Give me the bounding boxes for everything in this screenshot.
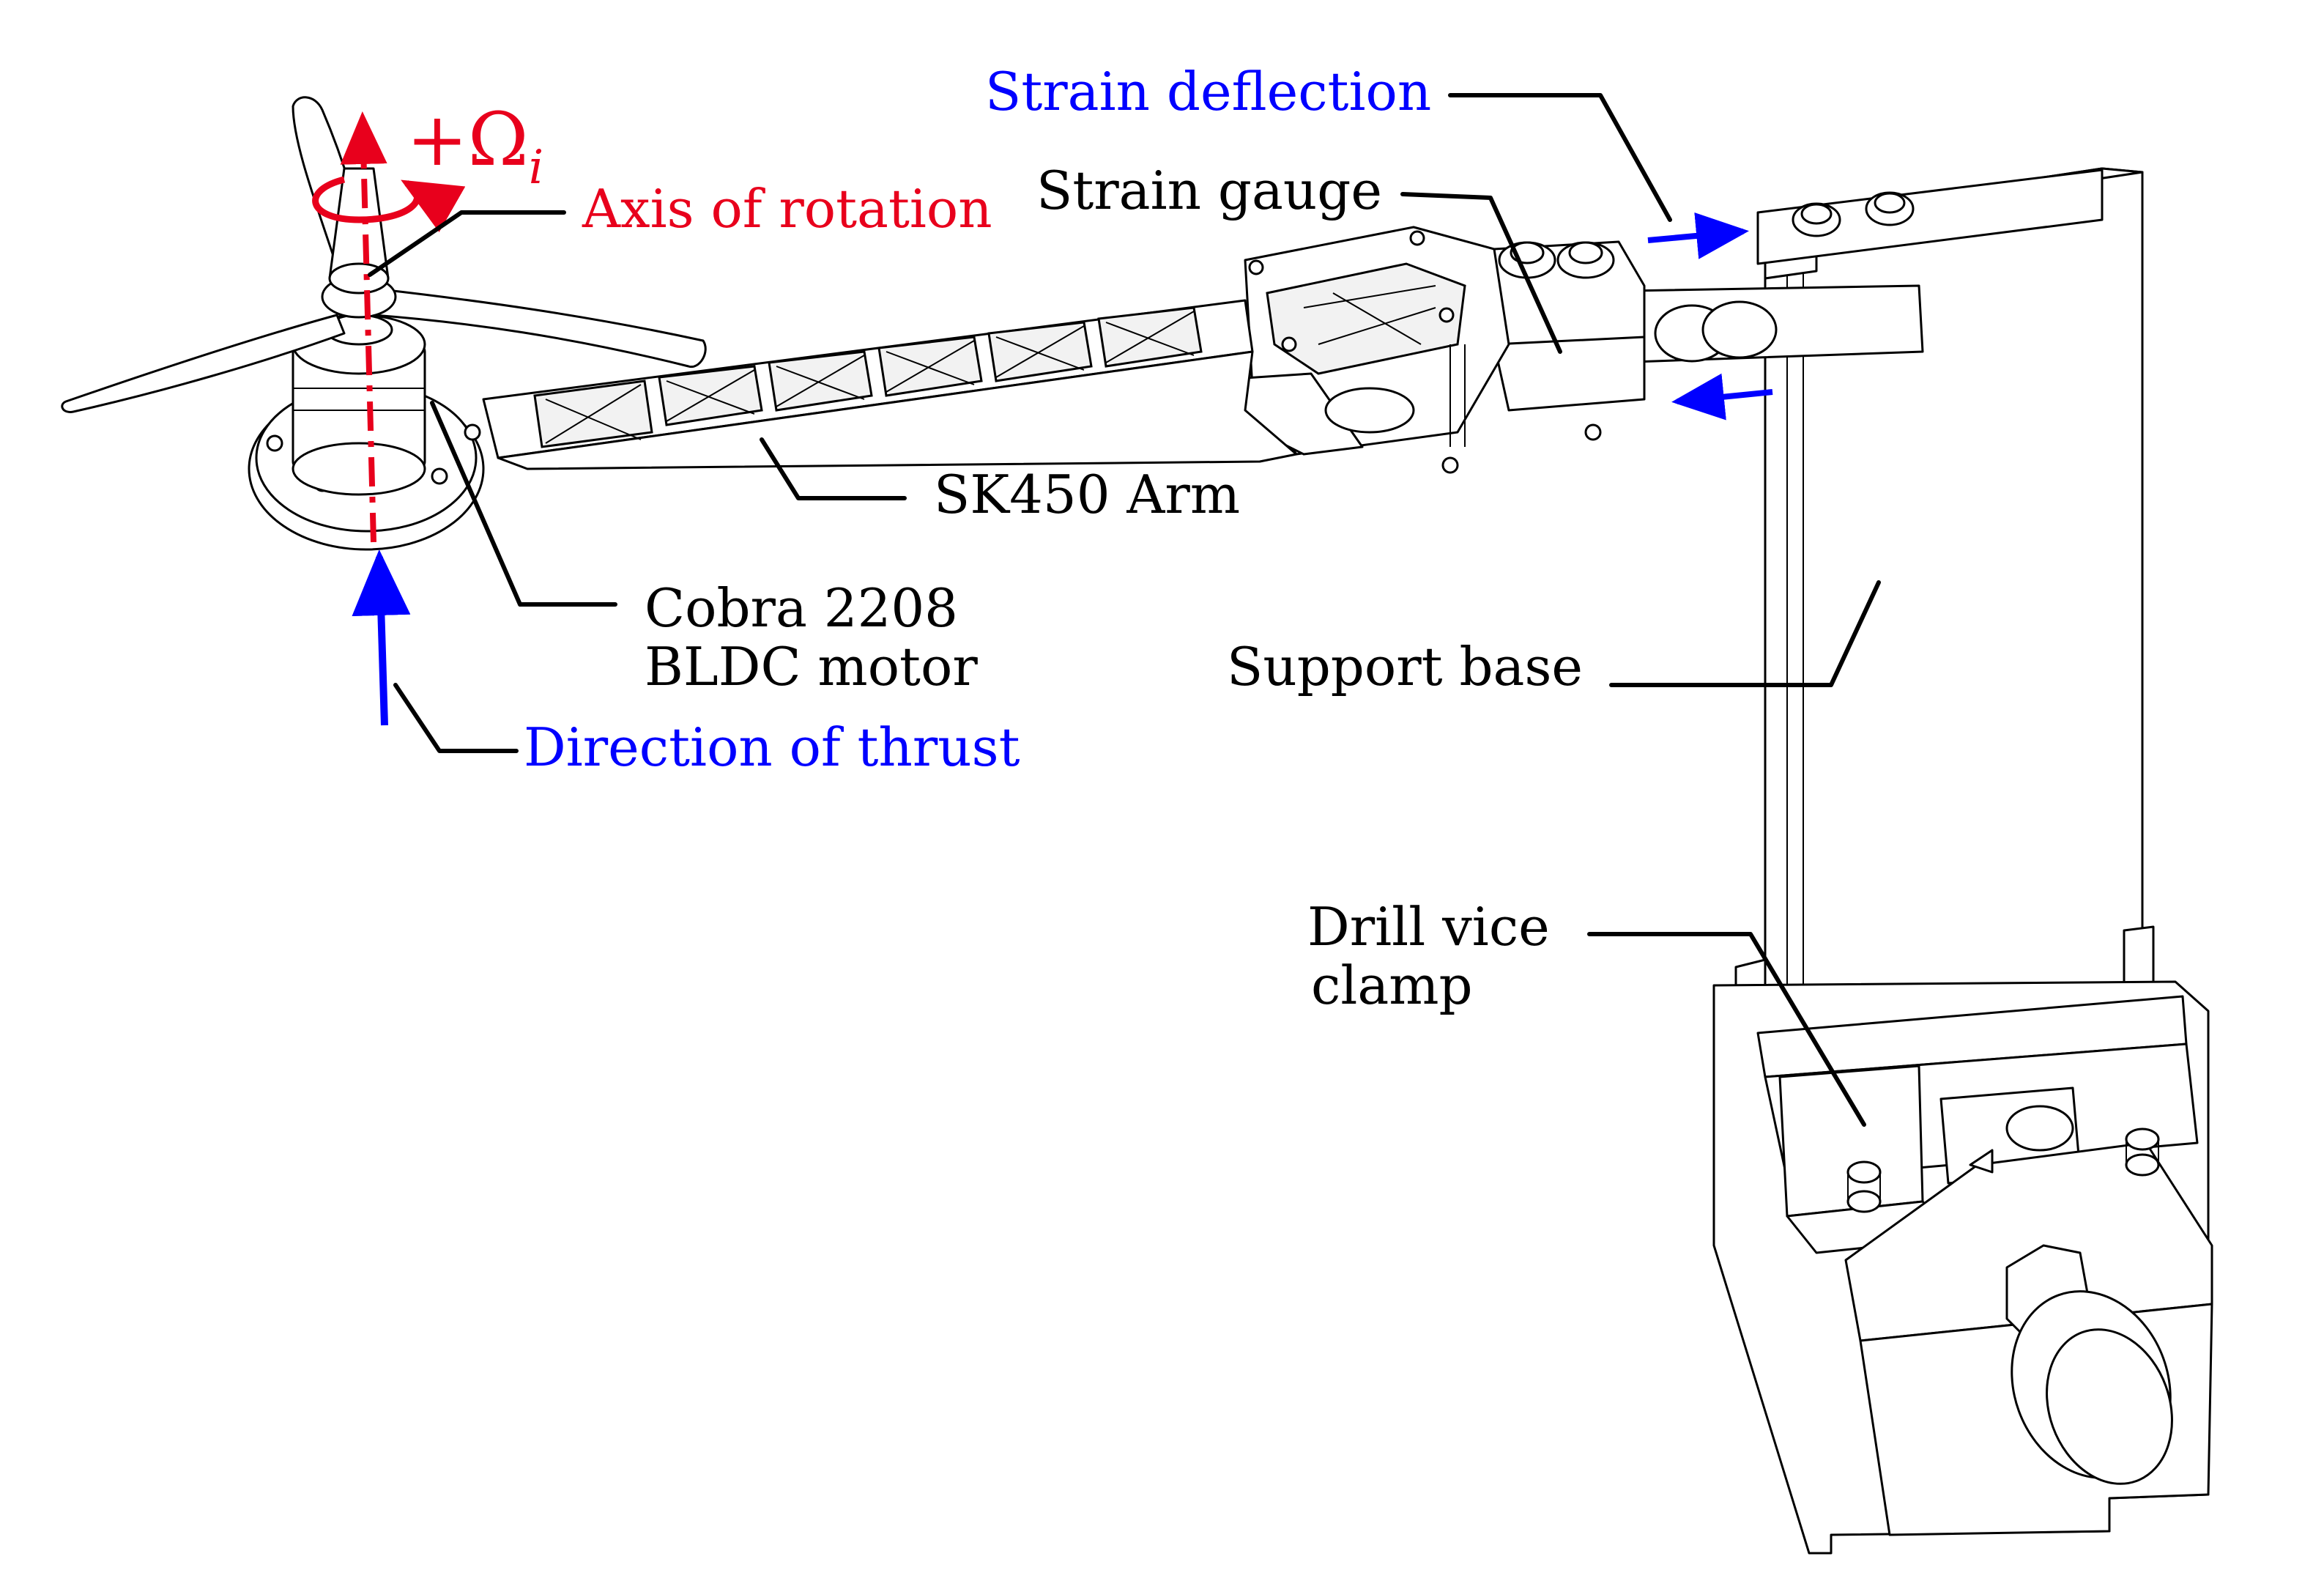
clamp-bolt-2 (1556, 241, 1615, 279)
arm-pocket-5 (987, 321, 1093, 382)
support-base-label: Support base (1227, 636, 1583, 697)
arm-pocket-3 (768, 350, 873, 412)
motor-label-line2: BLDC motor (645, 636, 978, 697)
rotation-axis (340, 111, 387, 543)
center-plate (1200, 226, 1602, 474)
leader-support-base (1609, 580, 1881, 687)
support-base (1756, 167, 2144, 1042)
axis-of-rotation-label: Axis of rotation (582, 178, 992, 240)
clamp-bolt-1 (1498, 241, 1556, 279)
top-bolt-1 (1792, 202, 1841, 237)
leader-strain-deflection (1448, 93, 1672, 222)
omega-label: +Ωi (406, 97, 543, 195)
leader-sk450-arm (760, 437, 907, 500)
leader-thrust (393, 683, 519, 753)
propeller (61, 96, 707, 413)
drill-vice-label-line1: Drill vice (1307, 896, 1550, 958)
motor-label-line1: Cobra 2208 (645, 577, 958, 639)
top-bolt-2 (1865, 191, 1915, 226)
strain-gauge-label: Strain gauge (1036, 160, 1382, 221)
strain-arrow-lower (1671, 373, 1773, 421)
drill-vice-clamp (1712, 925, 2213, 1555)
arm-pocket-4 (877, 336, 983, 397)
leader-strain-gauge (1400, 192, 1562, 354)
drill-vice-label-line2: clamp (1311, 955, 1473, 1016)
sk450-arm (482, 299, 1298, 470)
arm-pocket-2 (658, 365, 763, 426)
arm-pocket-1 (533, 379, 653, 448)
sk450-arm-label: SK450 Arm (934, 464, 1240, 525)
leader-motor (430, 401, 617, 607)
direction-of-thrust-label: Direction of thrust (524, 717, 1020, 778)
thrust-arrow (352, 549, 411, 726)
strain-deflection-label: Strain deflection (985, 61, 1431, 122)
rotation-arrow-icon (312, 176, 466, 233)
leader-axis-of-rotation (368, 210, 566, 277)
arm-pocket-6 (1097, 306, 1203, 368)
leader-drill-vice (1587, 932, 1866, 1127)
strain-arrow-upper (1647, 212, 1749, 259)
